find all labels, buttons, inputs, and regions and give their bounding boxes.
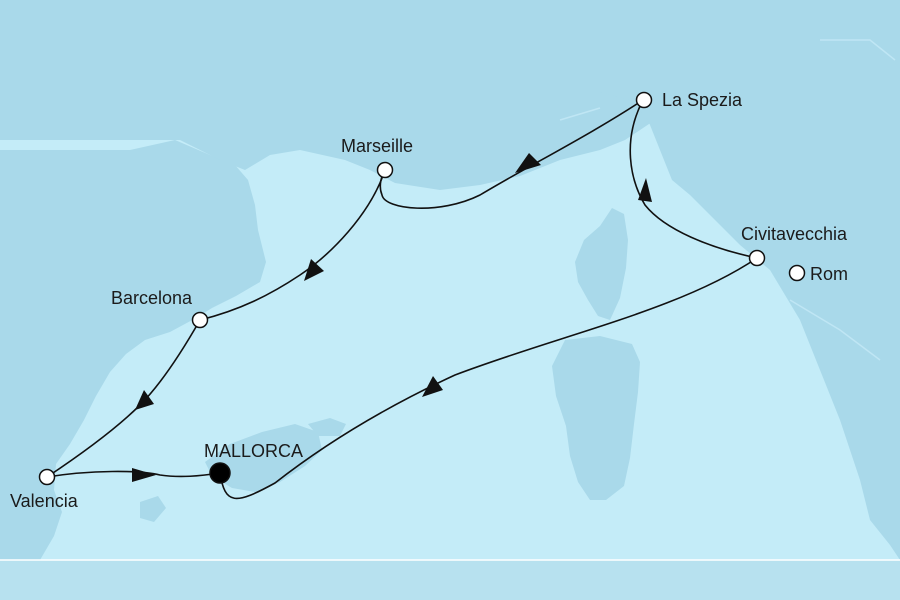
land-france — [0, 0, 900, 190]
label-valencia: Valencia — [10, 491, 79, 511]
coast-contours — [559, 39, 896, 361]
port-marker-mallorca — [209, 462, 231, 484]
land-menorca — [308, 418, 346, 436]
route-laspezia-marseille — [379, 99, 644, 209]
land-corsica — [575, 208, 628, 320]
label-marseille: Marseille — [341, 136, 413, 156]
port-marker-marseille — [376, 161, 394, 179]
route-marseille-barcelona — [199, 169, 386, 321]
route-arrows — [132, 153, 652, 482]
land-ibiza — [140, 496, 166, 522]
land-italy — [540, 0, 900, 560]
label-civitavecchia: Civitavecchia — [741, 224, 848, 244]
land-spain — [0, 140, 266, 560]
bottom-band — [0, 560, 900, 600]
arrow-mallorca-to-civitavecchia — [422, 376, 443, 397]
route — [46, 99, 758, 500]
arrow-laspezia-to-marseille — [515, 153, 541, 173]
label-barcelona: Barcelona — [111, 288, 193, 308]
route-civitavecchia-laspezia — [629, 99, 758, 259]
label-rom: Rom — [810, 264, 848, 284]
port-marker-barcelona — [191, 311, 209, 329]
arrow-marseille-to-barcelona — [304, 259, 324, 281]
arrow-civitavecchia-to-laspezia — [638, 178, 652, 202]
land-mallorca — [205, 424, 322, 492]
port-marker-valencia — [38, 468, 56, 486]
route-mallorca-civitavecchia — [219, 257, 758, 500]
route-valencia-mallorca — [46, 470, 221, 478]
port-labels: La Spezia Marseille Civitavecchia Rom Ba… — [10, 90, 848, 511]
label-la-spezia: La Spezia — [662, 90, 743, 110]
port-markers — [38, 91, 806, 486]
label-mallorca: MALLORCA — [204, 441, 303, 461]
port-marker-la-spezia — [635, 91, 653, 109]
port-marker-civitavecchia — [748, 249, 766, 267]
arrow-valencia-to-mallorca — [132, 468, 156, 482]
port-marker-rom — [788, 264, 806, 282]
land-sardinia — [552, 336, 640, 500]
arrow-barcelona-to-valencia — [135, 390, 154, 410]
land-masses — [0, 0, 900, 560]
